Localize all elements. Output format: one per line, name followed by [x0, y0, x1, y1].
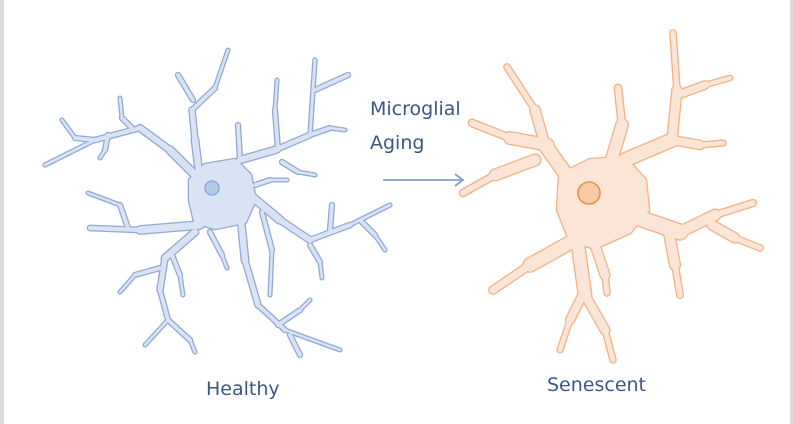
cell-branch	[602, 272, 610, 296]
cell-branch	[489, 154, 541, 181]
cell-branch	[273, 108, 280, 152]
cell-branch	[489, 261, 534, 294]
cell-branch	[253, 178, 272, 187]
cell-branch	[307, 222, 353, 243]
cell-branch	[566, 286, 589, 324]
cell-branch	[273, 78, 279, 112]
transition-label-line2: Aging	[370, 132, 425, 154]
nucleus	[577, 181, 601, 205]
cell-branch	[373, 233, 387, 252]
cell-branch	[92, 125, 143, 143]
cell-branch	[118, 96, 124, 120]
cell-branch	[276, 308, 302, 327]
cell-branch	[98, 148, 107, 160]
cell-branch	[308, 126, 332, 137]
cell-body	[557, 157, 649, 249]
cell-branch	[283, 328, 342, 352]
cell-branch	[712, 200, 756, 218]
senescent-microglia-cell	[458, 29, 764, 364]
cell-branch	[178, 273, 185, 297]
cell-branch	[43, 138, 97, 167]
cell-branch	[236, 123, 242, 162]
cell-branch	[580, 290, 610, 335]
left-border	[0, 0, 4, 424]
cell-branch	[157, 255, 168, 293]
cell-branch	[220, 253, 229, 270]
cell-branch	[143, 318, 170, 347]
cell-branch	[118, 203, 130, 230]
cell-branch	[136, 221, 204, 234]
senescent-label: Senescent	[547, 374, 647, 396]
cell-branch	[732, 235, 763, 251]
cell-branch	[590, 240, 610, 280]
cell-branch	[618, 133, 679, 167]
cell-branch	[308, 58, 317, 137]
cell-branch	[118, 273, 137, 294]
cell-branch	[189, 107, 198, 143]
cell-branch	[707, 220, 740, 243]
cell-branch	[137, 125, 173, 153]
cell-branch	[308, 243, 322, 264]
cell-branch	[504, 132, 554, 151]
cell-branch	[190, 86, 217, 112]
cell-branch	[670, 30, 680, 93]
cell-branch	[280, 160, 300, 174]
cell-body	[189, 159, 256, 229]
cell-branch	[277, 217, 313, 243]
cell-branch	[60, 118, 77, 140]
cell-branch	[208, 230, 224, 257]
cell-branch	[602, 327, 616, 363]
cell-branch	[557, 317, 573, 353]
cell-branch	[667, 85, 682, 145]
cell-branch	[166, 318, 192, 342]
cell-branch	[614, 84, 626, 129]
cell-branch	[103, 133, 110, 152]
cell-branch	[236, 146, 279, 164]
cell-branch	[272, 132, 313, 153]
cell-branch	[348, 203, 392, 227]
cell-branch	[672, 262, 683, 298]
cell-branch	[170, 253, 182, 277]
cell-branch	[158, 288, 170, 322]
transition-arrow	[383, 173, 465, 187]
cell-branch	[133, 266, 162, 277]
healthy-label: Healthy	[206, 378, 280, 400]
cell-branch	[328, 126, 347, 132]
cell-branch	[288, 333, 302, 357]
cell-branch	[86, 191, 122, 207]
cell-branch	[213, 48, 230, 90]
transition-label-line1: Microglial	[370, 98, 461, 120]
cell-branch	[256, 303, 287, 332]
cell-branch	[73, 136, 97, 142]
cell-branch	[176, 73, 195, 102]
cell-branch	[702, 75, 733, 88]
cell-branch	[663, 223, 680, 270]
cell-branch	[120, 116, 134, 130]
cell-branch	[298, 298, 312, 312]
cell-branch	[360, 220, 377, 237]
cell-branch	[313, 73, 350, 92]
healthy-microglia-cell	[42, 47, 393, 359]
cell-branch	[242, 257, 261, 308]
cell-branch	[674, 209, 721, 238]
nucleus	[204, 180, 220, 196]
cell-branch	[296, 170, 317, 177]
cell-branch	[460, 172, 498, 196]
cell-branch	[161, 228, 199, 262]
cell-branch	[523, 233, 582, 272]
cell-branch	[468, 119, 514, 142]
cell-branch	[188, 338, 197, 354]
cell-branch	[87, 225, 143, 233]
cell-branch	[697, 140, 726, 148]
cell-branch	[268, 248, 274, 297]
cell-branch	[668, 136, 704, 149]
cell-branch	[260, 210, 274, 252]
cell-branch	[328, 203, 334, 232]
right-border	[790, 0, 793, 424]
cell-branch	[674, 81, 709, 99]
cell-branch	[318, 260, 324, 280]
cell-branch	[504, 64, 538, 113]
